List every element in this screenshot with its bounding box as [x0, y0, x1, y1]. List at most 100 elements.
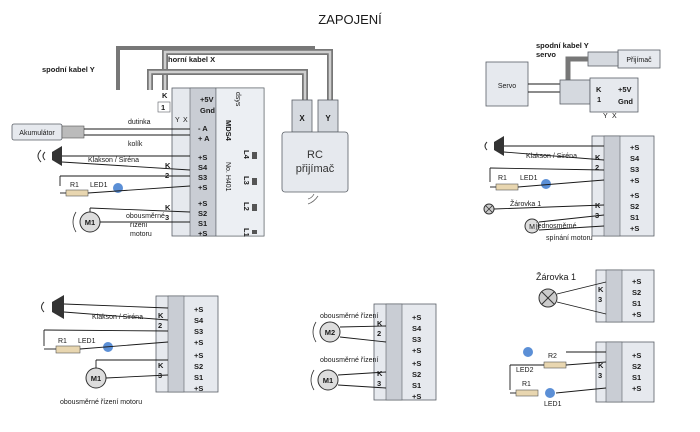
- horn-icon-bl: [52, 295, 64, 319]
- br2-module: [595, 341, 655, 403]
- servo-k1: K: [596, 85, 602, 94]
- m1-label: M1: [85, 218, 95, 227]
- svg-text:S2: S2: [632, 288, 641, 297]
- svg-text:K: K: [377, 369, 383, 378]
- motor-full-label-bl: obousměrné řízení motoru: [60, 399, 142, 406]
- led-l3: [252, 178, 257, 185]
- rx-y: Y: [175, 117, 180, 124]
- led1-br-icon: [545, 388, 555, 398]
- page-title: ZAPOJENÍ: [318, 12, 382, 27]
- svg-text:M1: M1: [323, 376, 333, 385]
- svg-text:K: K: [598, 361, 604, 370]
- resistor-r1: [65, 189, 89, 197]
- horn-label-bl: Klakson / Siréna: [92, 314, 143, 321]
- svg-text:+S: +S: [194, 384, 203, 393]
- svg-text:S2: S2: [630, 202, 639, 211]
- bl-k2-pins: +S S4 S3 +S: [194, 305, 204, 347]
- bm-k2-pins: +S S4 S3 +S: [412, 313, 422, 355]
- svg-text:S3: S3: [412, 335, 421, 344]
- led2-icon: [523, 347, 533, 357]
- one-way-label: jednosměrné: [535, 223, 577, 230]
- k1-number: 1: [161, 103, 165, 112]
- horn-icon-right: [494, 136, 504, 156]
- svg-text:+S: +S: [194, 305, 203, 314]
- bottom-right-led-wiring: K 3 +S S2 S1 +S LED2 R2 R1 LED1: [509, 341, 655, 408]
- servo-pin-5v: +5V: [618, 85, 632, 94]
- r1-label: R1: [70, 182, 79, 189]
- svg-text:Y: Y: [603, 113, 608, 120]
- switch-motor-label: spínání motoru: [546, 235, 593, 242]
- k2-number: 2: [165, 171, 169, 180]
- r2-label: R2: [548, 353, 557, 360]
- svg-text:S4: S4: [412, 324, 422, 333]
- dutinka-label: dutinka: [128, 119, 151, 126]
- battery-label: Akumulátor: [19, 130, 55, 137]
- svg-text:2: 2: [377, 329, 381, 338]
- bm-module: [373, 303, 437, 401]
- k3-label: K: [165, 203, 171, 212]
- pin-rx-gnd: Gnd: [200, 106, 215, 115]
- svg-text:M: M: [529, 224, 535, 231]
- led-l1: [252, 230, 257, 234]
- horn-icon: [52, 146, 62, 166]
- motor-ctrl1: řízení: [130, 222, 148, 229]
- svg-text:+S: +S: [194, 351, 203, 360]
- rc-receiver: [281, 131, 349, 193]
- motor-bi-ctrl-label-2: obousměrné řízení: [320, 357, 378, 364]
- led-l1-label: L1: [242, 228, 251, 237]
- led-l4: [252, 152, 257, 159]
- svg-text:K: K: [158, 361, 164, 370]
- svg-text:S1: S1: [632, 299, 641, 308]
- svg-text:S4: S4: [630, 154, 640, 163]
- motor-both-label: obousměrné: [126, 213, 165, 220]
- svg-text:+S: +S: [198, 183, 207, 192]
- bl-k3-pins: +S S2 S1 +S: [194, 351, 203, 393]
- label-cable-y: spodní kabel Y: [42, 65, 95, 74]
- module-name: MDS4: [224, 120, 233, 142]
- svg-text:S1: S1: [198, 219, 207, 228]
- label-cable-x: horní kabel X: [168, 55, 215, 64]
- svg-text:+S: +S: [632, 351, 641, 360]
- svg-text:S3: S3: [194, 327, 203, 336]
- plug-y-label: Y: [325, 114, 331, 123]
- k3-pins: +S S2 S1 +S: [198, 199, 207, 238]
- br1-k3-pins: +S S2 S1 +S: [632, 277, 641, 319]
- servo-module: [589, 77, 639, 113]
- br1-module: [595, 269, 655, 323]
- svg-text:S2: S2: [198, 209, 207, 218]
- motor-m1-bm-icon: [317, 369, 339, 391]
- led-l4-label: L4: [242, 150, 251, 160]
- bm-k3-pins: +S S2 S1 +S: [412, 359, 421, 401]
- receiver-label: Přijímač: [626, 57, 652, 64]
- svg-text:K: K: [598, 285, 604, 294]
- bulb-label: Žárovka 1: [510, 199, 541, 208]
- svg-text:X: X: [612, 113, 617, 120]
- led1-label: LED1: [90, 182, 108, 189]
- svg-text:S2: S2: [632, 362, 641, 371]
- svg-text:S4: S4: [194, 316, 204, 325]
- svg-text:+S: +S: [630, 191, 639, 200]
- svg-text:+S: +S: [198, 199, 207, 208]
- module-terminal-strip: [189, 87, 217, 237]
- bottom-left-wiring: K 2 +S S4 S3 +S K 3 +S S2 S1 +S Klakson …: [41, 295, 219, 406]
- svg-text:3: 3: [598, 371, 602, 380]
- svg-text:3: 3: [377, 379, 381, 388]
- svg-text:2: 2: [158, 321, 162, 330]
- servo-pin-gnd: Gnd: [618, 97, 633, 106]
- horn-label: Klakson / Siréna: [88, 157, 139, 164]
- svg-text:+S: +S: [412, 346, 421, 355]
- right-module: [591, 135, 655, 237]
- bottom-right-bulb-wiring: K 3 +S S2 S1 +S Žárovka 1: [536, 269, 655, 323]
- servo-wiring: spodní kabel Y servo Přijímač Servo K 1 …: [485, 41, 661, 120]
- svg-text:M1: M1: [91, 374, 101, 383]
- svg-text:M2: M2: [325, 328, 335, 337]
- led1-right-icon: [541, 179, 551, 189]
- main-wiring: spodní kabel Y horní kabel X X Y RC přij…: [11, 46, 349, 238]
- pin-rx-5v: +5V: [200, 95, 214, 104]
- svg-text:S3: S3: [630, 165, 639, 174]
- svg-text:R1: R1: [498, 175, 507, 182]
- rc-label-2: přijímač: [296, 163, 335, 175]
- svg-text:S1: S1: [630, 213, 639, 222]
- svg-text:S2: S2: [412, 370, 421, 379]
